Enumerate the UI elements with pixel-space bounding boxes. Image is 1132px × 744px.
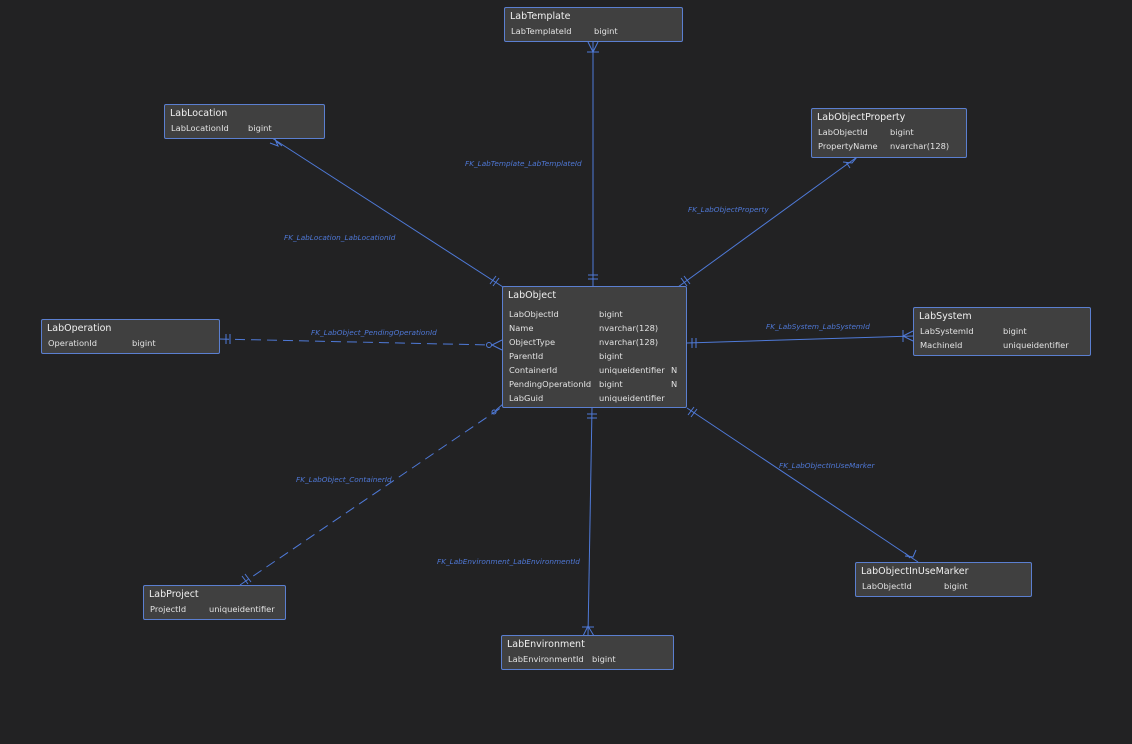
entity-labobjectproperty[interactable]: LabObjectProperty LabObjectId bigint Pro… (811, 108, 967, 158)
column-name: Name (509, 323, 534, 333)
relationship-inuse[interactable] (686, 406, 919, 563)
column-row[interactable]: PendingOperationId bigint N (509, 377, 686, 391)
column-row[interactable]: LabObjectId bigint (862, 579, 1031, 593)
entity-title: LabObjectInUseMarker (861, 566, 969, 577)
entity-labenvironment[interactable]: LabEnvironment LabEnvironmentId bigint (501, 635, 674, 670)
column-type: bigint (599, 309, 623, 319)
entity-title: LabTemplate (510, 11, 571, 22)
column-name: LabEnvironmentId (508, 654, 584, 664)
column-row[interactable]: LabSystemId bigint (920, 324, 1090, 338)
column-row[interactable]: LabObjectId bigint (509, 307, 686, 321)
entity-labobjectinusemarker[interactable]: LabObjectInUseMarker LabObjectId bigint (855, 562, 1032, 597)
column-nullable: N (671, 365, 678, 375)
column-row[interactable]: LabGuid uniqueidentifier (509, 391, 686, 405)
column-name: PropertyName (818, 141, 878, 151)
column-row[interactable]: ContainerId uniqueidentifier N (509, 363, 686, 377)
column-row[interactable]: Name nvarchar(128) (509, 321, 686, 335)
relationship-label: FK_LabObjectProperty (688, 205, 769, 214)
column-name: ContainerId (509, 365, 558, 375)
column-type: uniqueidentifier (599, 393, 665, 403)
column-type: bigint (599, 379, 623, 389)
column-name: LabGuid (509, 393, 544, 403)
entity-labobject[interactable]: LabObject LabObjectId bigint Name nvarch… (502, 286, 687, 408)
relationship-template[interactable] (587, 41, 599, 287)
column-row[interactable]: LabLocationId bigint (171, 121, 324, 135)
relationship-label: FK_LabObjectInUseMarker (779, 461, 875, 470)
entity-title: LabProject (149, 589, 199, 600)
column-type: bigint (599, 351, 623, 361)
column-row[interactable]: ProjectId uniqueidentifier (150, 602, 285, 616)
column-type: bigint (944, 581, 968, 591)
column-row[interactable]: LabObjectId bigint (818, 125, 966, 139)
column-row[interactable]: OperationId bigint (48, 336, 219, 350)
column-row[interactable]: LabTemplateId bigint (511, 24, 682, 38)
relationship-label: FK_LabTemplate_LabTemplateId (465, 159, 582, 168)
column-type: bigint (890, 127, 914, 137)
column-name: LabTemplateId (511, 26, 572, 36)
relationship-label: FK_LabLocation_LabLocationId (284, 233, 396, 242)
column-name: MachineId (920, 340, 963, 350)
relationship-environment[interactable] (582, 407, 597, 637)
column-name: LabSystemId (920, 326, 974, 336)
entity-title: LabSystem (919, 311, 972, 322)
relationship-label: FK_LabSystem_LabSystemId (766, 322, 870, 331)
column-name: ProjectId (150, 604, 187, 614)
column-type: nvarchar(128) (599, 337, 659, 347)
column-type: nvarchar(128) (599, 323, 659, 333)
column-name: PendingOperationId (509, 379, 592, 389)
entity-labtemplate[interactable]: LabTemplate LabTemplateId bigint (504, 7, 683, 42)
column-type: bigint (1003, 326, 1027, 336)
column-nullable: N (671, 379, 678, 389)
entity-title: LabLocation (170, 108, 228, 119)
relationship-label: FK_LabObject_ContainerId (296, 475, 392, 484)
column-row[interactable]: PropertyName nvarchar(128) (818, 139, 966, 153)
column-type: bigint (594, 26, 618, 36)
relationship-location[interactable] (269, 137, 504, 288)
relationship-system[interactable] (686, 330, 914, 348)
entity-lablocation[interactable]: LabLocation LabLocationId bigint (164, 104, 325, 139)
entity-title: LabOperation (47, 323, 112, 334)
entity-labsystem[interactable]: LabSystem LabSystemId bigint MachineId u… (913, 307, 1091, 356)
column-type: bigint (592, 654, 616, 664)
relationship-container[interactable] (239, 403, 504, 586)
column-type: bigint (132, 338, 156, 348)
entity-title: LabObjectProperty (817, 112, 906, 123)
relationship-label: FK_LabObject_PendingOperationId (311, 328, 437, 337)
entity-title: LabEnvironment (507, 639, 585, 650)
relationship-property[interactable] (677, 156, 858, 288)
column-type: uniqueidentifier (599, 365, 665, 375)
column-type: nvarchar(128) (890, 141, 950, 151)
relationship-operation[interactable] (218, 334, 503, 351)
entity-laboperation[interactable]: LabOperation OperationId bigint (41, 319, 220, 354)
column-name: LabObjectId (509, 309, 559, 319)
column-name: LabObjectId (818, 127, 868, 137)
column-name: LabLocationId (171, 123, 229, 133)
column-name: ObjectType (509, 337, 556, 347)
column-type: bigint (248, 123, 272, 133)
column-name: LabObjectId (862, 581, 912, 591)
column-row[interactable]: LabEnvironmentId bigint (508, 652, 673, 666)
column-row[interactable]: MachineId uniqueidentifier (920, 338, 1090, 352)
column-name: ParentId (509, 351, 544, 361)
column-row[interactable]: ParentId bigint (509, 349, 686, 363)
relationship-label: FK_LabEnvironment_LabEnvironmentId (437, 557, 580, 566)
entity-labproject[interactable]: LabProject ProjectId uniqueidentifier (143, 585, 286, 620)
entity-title: LabObject (508, 290, 557, 301)
column-type: uniqueidentifier (1003, 340, 1069, 350)
column-type: uniqueidentifier (209, 604, 275, 614)
column-row[interactable]: ObjectType nvarchar(128) (509, 335, 686, 349)
column-name: OperationId (48, 338, 98, 348)
